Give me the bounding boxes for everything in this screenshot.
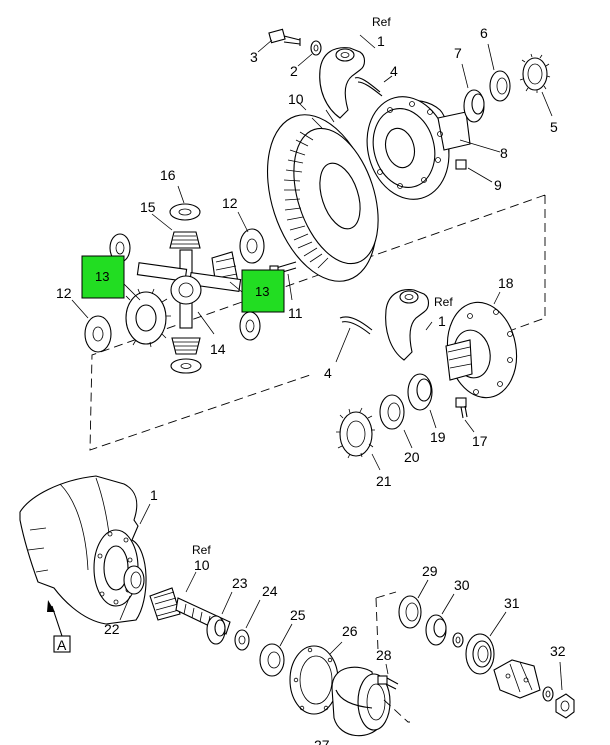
callout-14: 14 [210,341,226,357]
callout-2: 2 [290,63,298,79]
bearing-cup-6[interactable] [487,43,511,102]
callout-24: 24 [262,583,278,599]
callout-17: 17 [472,433,488,449]
callout-25: 25 [290,607,306,623]
thrust-washer-12-upper[interactable] [237,211,265,264]
bearing-cap-1[interactable] [319,34,376,119]
callout-18: 18 [498,275,514,291]
highlight-label-13-right: 13 [255,284,269,299]
pinion-lower[interactable] [170,337,202,374]
callout-9: 9 [494,177,502,193]
bolt-17[interactable] [455,397,475,433]
callout-31: 31 [504,595,520,611]
side-gear[interactable] [125,288,171,348]
thrust-washer-right-small[interactable] [239,311,261,341]
callout-26: 26 [342,623,358,639]
bearing-cone-23[interactable] [206,591,233,645]
highlight-box-13-left[interactable] [81,255,125,299]
pinion-group-dashed-outline [375,591,410,723]
differential-case-18[interactable] [440,291,524,403]
callout-27: 27 [314,737,330,745]
callout-ref-3: Ref [192,543,211,557]
bearing-cone-30[interactable] [425,593,464,648]
bolt-9[interactable] [455,159,493,183]
callout-28: 28 [376,647,392,663]
bearing-cap-1-middle[interactable] [385,289,433,361]
cotter-pin-4[interactable] [354,75,393,97]
callout-1: 1 [377,33,385,49]
callout-7: 7 [454,45,462,61]
callout-3: 3 [250,49,258,65]
callout-10-bottom: 10 [194,557,210,573]
callout-1-middle: 1 [438,313,446,329]
pinion-cage-27[interactable] [331,666,391,737]
callout-10: 10 [288,91,304,107]
bearing-cone-19[interactable] [407,373,437,429]
adjusting-ring-5[interactable] [519,53,553,117]
spider-14[interactable] [136,249,242,335]
callout-6: 6 [480,25,488,41]
yoke[interactable] [493,659,554,702]
callout-11: 11 [288,305,303,321]
thrust-washer-12-lower[interactable] [71,299,112,353]
callout-ref-1: Ref [372,15,391,29]
callout-1-bottom: 1 [150,487,158,503]
bearing-cup-20[interactable] [379,394,413,449]
callout-29: 29 [422,563,438,579]
callout-30: 30 [454,577,470,593]
callout-21: 21 [376,473,392,489]
spacer-24[interactable] [234,599,261,651]
nut-32[interactable] [555,661,575,719]
highlight-box-13-right[interactable] [241,269,285,313]
oil-seal-31[interactable] [465,611,507,675]
callout-4: 4 [390,63,398,79]
bearing-cup-29[interactable] [398,579,429,629]
callout-ref-2: Ref [434,295,453,309]
callout-19: 19 [430,429,446,445]
callout-23: 23 [232,575,248,591]
view-arrow-a: A [47,600,71,653]
adjusting-ring-21[interactable] [336,407,381,471]
bolt-3[interactable] [257,28,301,53]
callout-32: 32 [550,643,566,659]
thrust-washer-16[interactable] [169,185,201,221]
bolt-28[interactable] [377,663,399,690]
bearing-cup-25[interactable] [259,623,293,677]
pinion-15[interactable] [151,213,201,249]
ring-gear-10[interactable] [248,101,396,295]
callout-16: 16 [160,167,176,183]
callout-12-upper: 12 [222,195,238,211]
callout-5: 5 [550,119,558,135]
callout-8: 8 [500,145,508,161]
callout-15: 15 [140,199,156,215]
callout-20: 20 [404,449,420,465]
bearing-cup-22[interactable] [119,565,145,621]
bearing-cone-7[interactable] [461,63,485,123]
callout-12-lower: 12 [56,285,72,301]
highlight-label-13-left: 13 [95,269,109,284]
callout-22: 22 [104,621,120,637]
axle-housing-1[interactable] [19,475,151,625]
washer-2[interactable] [297,40,322,67]
cotter-pin-4-middle[interactable] [335,316,373,363]
callout-4-middle: 4 [324,365,332,381]
differential-case-8[interactable] [356,87,501,208]
view-label-a: A [57,637,67,653]
